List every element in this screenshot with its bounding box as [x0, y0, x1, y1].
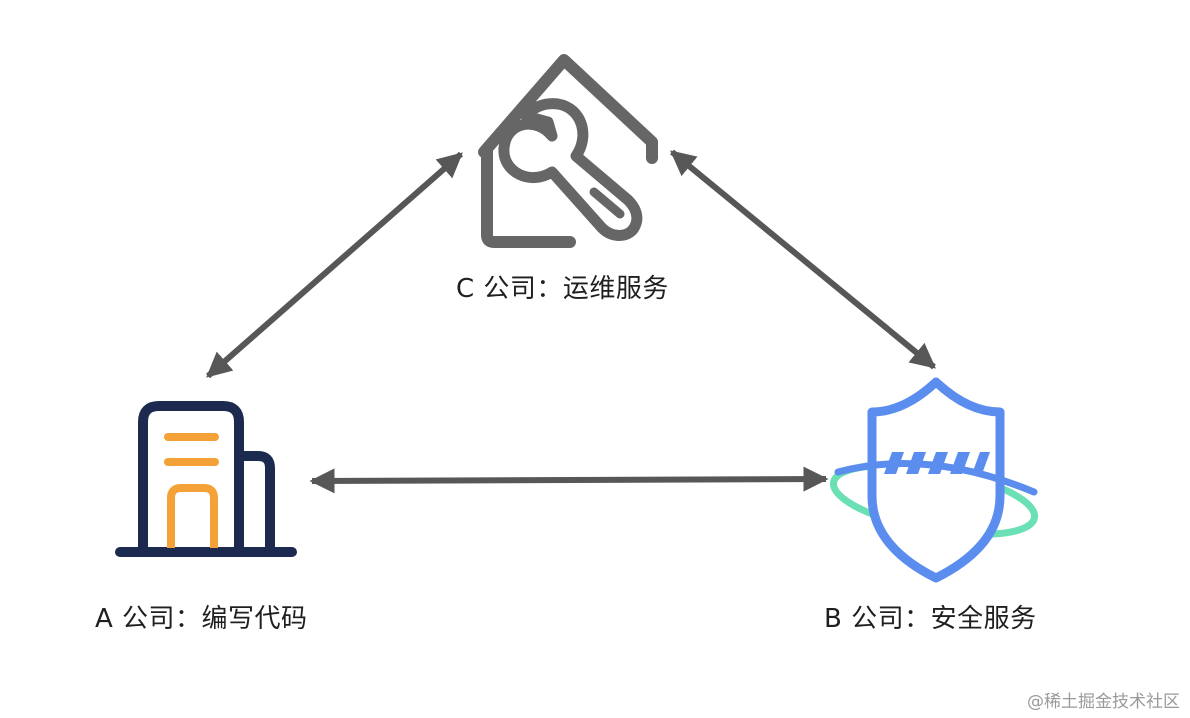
node-label-b: B 公司：安全服务 [824, 604, 1037, 634]
node-label-c: C 公司：运维服务 [456, 274, 669, 304]
office-building-icon [115, 401, 297, 557]
arrow-a-c [206, 151, 463, 379]
house-wrench-icon [478, 54, 658, 248]
node-label-a: A 公司：编写代码 [95, 604, 308, 634]
arrow-c-b [670, 149, 936, 370]
watermark: @稀土掘金技术社区 [1027, 692, 1180, 712]
security-shield-icon [829, 377, 1039, 583]
arrow-a-b [309, 466, 829, 494]
